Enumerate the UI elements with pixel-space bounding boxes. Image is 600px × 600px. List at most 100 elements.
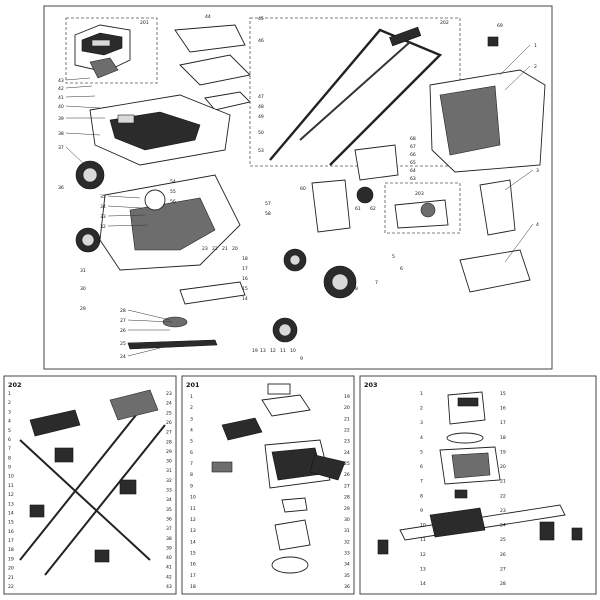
gearbox-inner-203 bbox=[451, 452, 491, 479]
rear-roller bbox=[356, 186, 374, 204]
callout-30: 30 bbox=[80, 286, 86, 292]
main-callouts: 69 1 2 3 4 43 42 41 40 39 38 37 36 35 34… bbox=[58, 14, 539, 362]
callout-6: 6 bbox=[400, 266, 403, 272]
group-202-label: 202 bbox=[440, 20, 449, 26]
p203-callout: 12 bbox=[420, 552, 426, 558]
callout-31: 31 bbox=[80, 268, 86, 274]
panel-203-title: 203 bbox=[364, 381, 378, 389]
p201-callout: 12 bbox=[190, 517, 196, 523]
rear-door bbox=[311, 179, 351, 233]
p201-callout: 5 bbox=[190, 439, 193, 445]
p202-callout: 11 bbox=[8, 483, 14, 489]
mulch-plate bbox=[179, 281, 246, 305]
p203-callout: 1 bbox=[420, 391, 423, 397]
p201-callout: 2 bbox=[190, 405, 193, 411]
callout-40: 40 bbox=[58, 104, 64, 110]
deck-inner bbox=[129, 197, 216, 251]
callout-16: 16 bbox=[242, 276, 248, 282]
p202-callout: 20 bbox=[8, 566, 14, 572]
p203-callout: 23 bbox=[500, 508, 506, 514]
p201-callout: 22 bbox=[344, 428, 350, 434]
key-slot bbox=[117, 114, 135, 124]
p201-callout: 25 bbox=[344, 461, 350, 467]
p202-callout: 9 bbox=[8, 465, 11, 471]
p201-callout: 13 bbox=[190, 528, 196, 534]
p202-callout: 36 bbox=[166, 517, 172, 523]
callout-54: 54 bbox=[170, 179, 176, 185]
wheel-rear-left-hub bbox=[82, 167, 98, 183]
p202-callout: 24 bbox=[166, 401, 172, 407]
callout-1: 1 bbox=[534, 43, 537, 49]
p203-callout: 4 bbox=[420, 435, 423, 441]
p203-callout: 25 bbox=[500, 537, 506, 543]
callout-20: 20 bbox=[232, 246, 238, 252]
callout-4: 4 bbox=[536, 222, 539, 228]
p201-callout: 17 bbox=[190, 573, 196, 579]
p202-callout: 29 bbox=[166, 449, 172, 455]
callout-14: 14 bbox=[242, 296, 248, 302]
mulch-plug bbox=[459, 249, 531, 293]
p201-callout: 14 bbox=[190, 539, 196, 545]
p202-callout: 43 bbox=[166, 584, 172, 590]
p201-callout: 19 bbox=[344, 394, 350, 400]
p202-callout: 30 bbox=[166, 459, 172, 465]
p201-callout: 16 bbox=[190, 562, 196, 568]
p203-callout: 27 bbox=[500, 566, 506, 572]
motor-cover-disc bbox=[144, 189, 166, 211]
callout-65: 65 bbox=[410, 160, 416, 166]
p202-callout: 15 bbox=[8, 520, 14, 526]
p201-callout: 26 bbox=[344, 472, 350, 478]
grass-box-group bbox=[429, 36, 546, 293]
p201-callout: 27 bbox=[344, 483, 350, 489]
panel-203-motor-drawing bbox=[377, 391, 583, 555]
group-203-label: 203 bbox=[415, 191, 424, 197]
p201-callout: 7 bbox=[190, 461, 193, 467]
callout-46: 46 bbox=[258, 38, 264, 44]
p202-callout: 16 bbox=[8, 529, 14, 535]
p201-callout: 34 bbox=[344, 562, 350, 568]
p202-callout: 40 bbox=[166, 555, 172, 561]
callout-44: 44 bbox=[205, 14, 211, 20]
callout-9: 9 bbox=[300, 356, 303, 362]
upper-bar-202 bbox=[109, 389, 159, 421]
callout-48: 48 bbox=[258, 104, 264, 110]
panel-201-frame bbox=[181, 375, 355, 595]
wheel-front-right-hub bbox=[289, 254, 301, 266]
right-clamp-202 bbox=[119, 479, 137, 495]
handle-switch-box bbox=[389, 26, 422, 47]
main-panel-frame bbox=[43, 5, 553, 370]
height-adjust-motor bbox=[420, 202, 436, 218]
lower-clamp-202 bbox=[29, 504, 45, 518]
p203-callout: 20 bbox=[500, 464, 506, 470]
callout-13: 13 bbox=[260, 348, 266, 354]
p202-callout: 12 bbox=[8, 492, 14, 498]
callout-23: 23 bbox=[202, 246, 208, 252]
p203-callout: 22 bbox=[500, 493, 506, 499]
motor-mount-201 bbox=[274, 519, 311, 551]
p201-callout: 3 bbox=[190, 416, 193, 422]
p202-callout: 5 bbox=[8, 428, 11, 434]
p202-callout: 13 bbox=[8, 501, 14, 507]
p203-callout: 28 bbox=[500, 581, 506, 587]
callout-66: 66 bbox=[410, 152, 416, 158]
p201-callout: 9 bbox=[190, 483, 193, 489]
p202-callout: 6 bbox=[8, 437, 11, 443]
p202-callout: 19 bbox=[8, 556, 14, 562]
p202-callout: 34 bbox=[166, 497, 172, 503]
callout-68: 68 bbox=[410, 136, 416, 142]
p203-callout: 5 bbox=[420, 450, 423, 456]
p203-callout: 6 bbox=[420, 464, 423, 470]
p202-callout: 42 bbox=[166, 574, 172, 580]
callout-33: 33 bbox=[100, 214, 106, 220]
right-bushing-203 bbox=[539, 521, 555, 541]
callout-29: 29 bbox=[80, 306, 86, 312]
main-leader-lines bbox=[65, 44, 534, 357]
connector-201 bbox=[211, 461, 233, 473]
callout-25: 25 bbox=[120, 341, 126, 347]
p201-callout: 10 bbox=[190, 495, 196, 501]
callout-67: 67 bbox=[410, 144, 416, 150]
callout-63: 63 bbox=[410, 176, 416, 182]
safety-key bbox=[487, 36, 499, 47]
callout-8: 8 bbox=[355, 286, 358, 292]
grass-bag-frame bbox=[439, 85, 501, 156]
